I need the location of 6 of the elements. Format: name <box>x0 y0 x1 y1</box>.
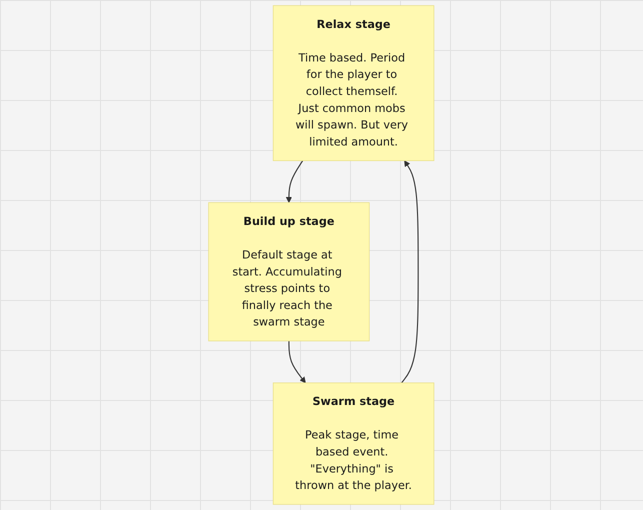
arrow <box>401 160 419 384</box>
arrow <box>288 340 306 384</box>
node-box: Swarm stage Peak stage, time based event. "Everything" is thrown at the player. <box>273 382 434 505</box>
node-box: Build up stage Default stage at start. Accumulating stress points to finally reach the swarm stage <box>208 202 370 342</box>
node-box: Relax stage Time based. Period for the player to collect themself. Just common mobs will spawn. But very limited amount. <box>273 5 434 162</box>
arrow <box>286 160 304 203</box>
